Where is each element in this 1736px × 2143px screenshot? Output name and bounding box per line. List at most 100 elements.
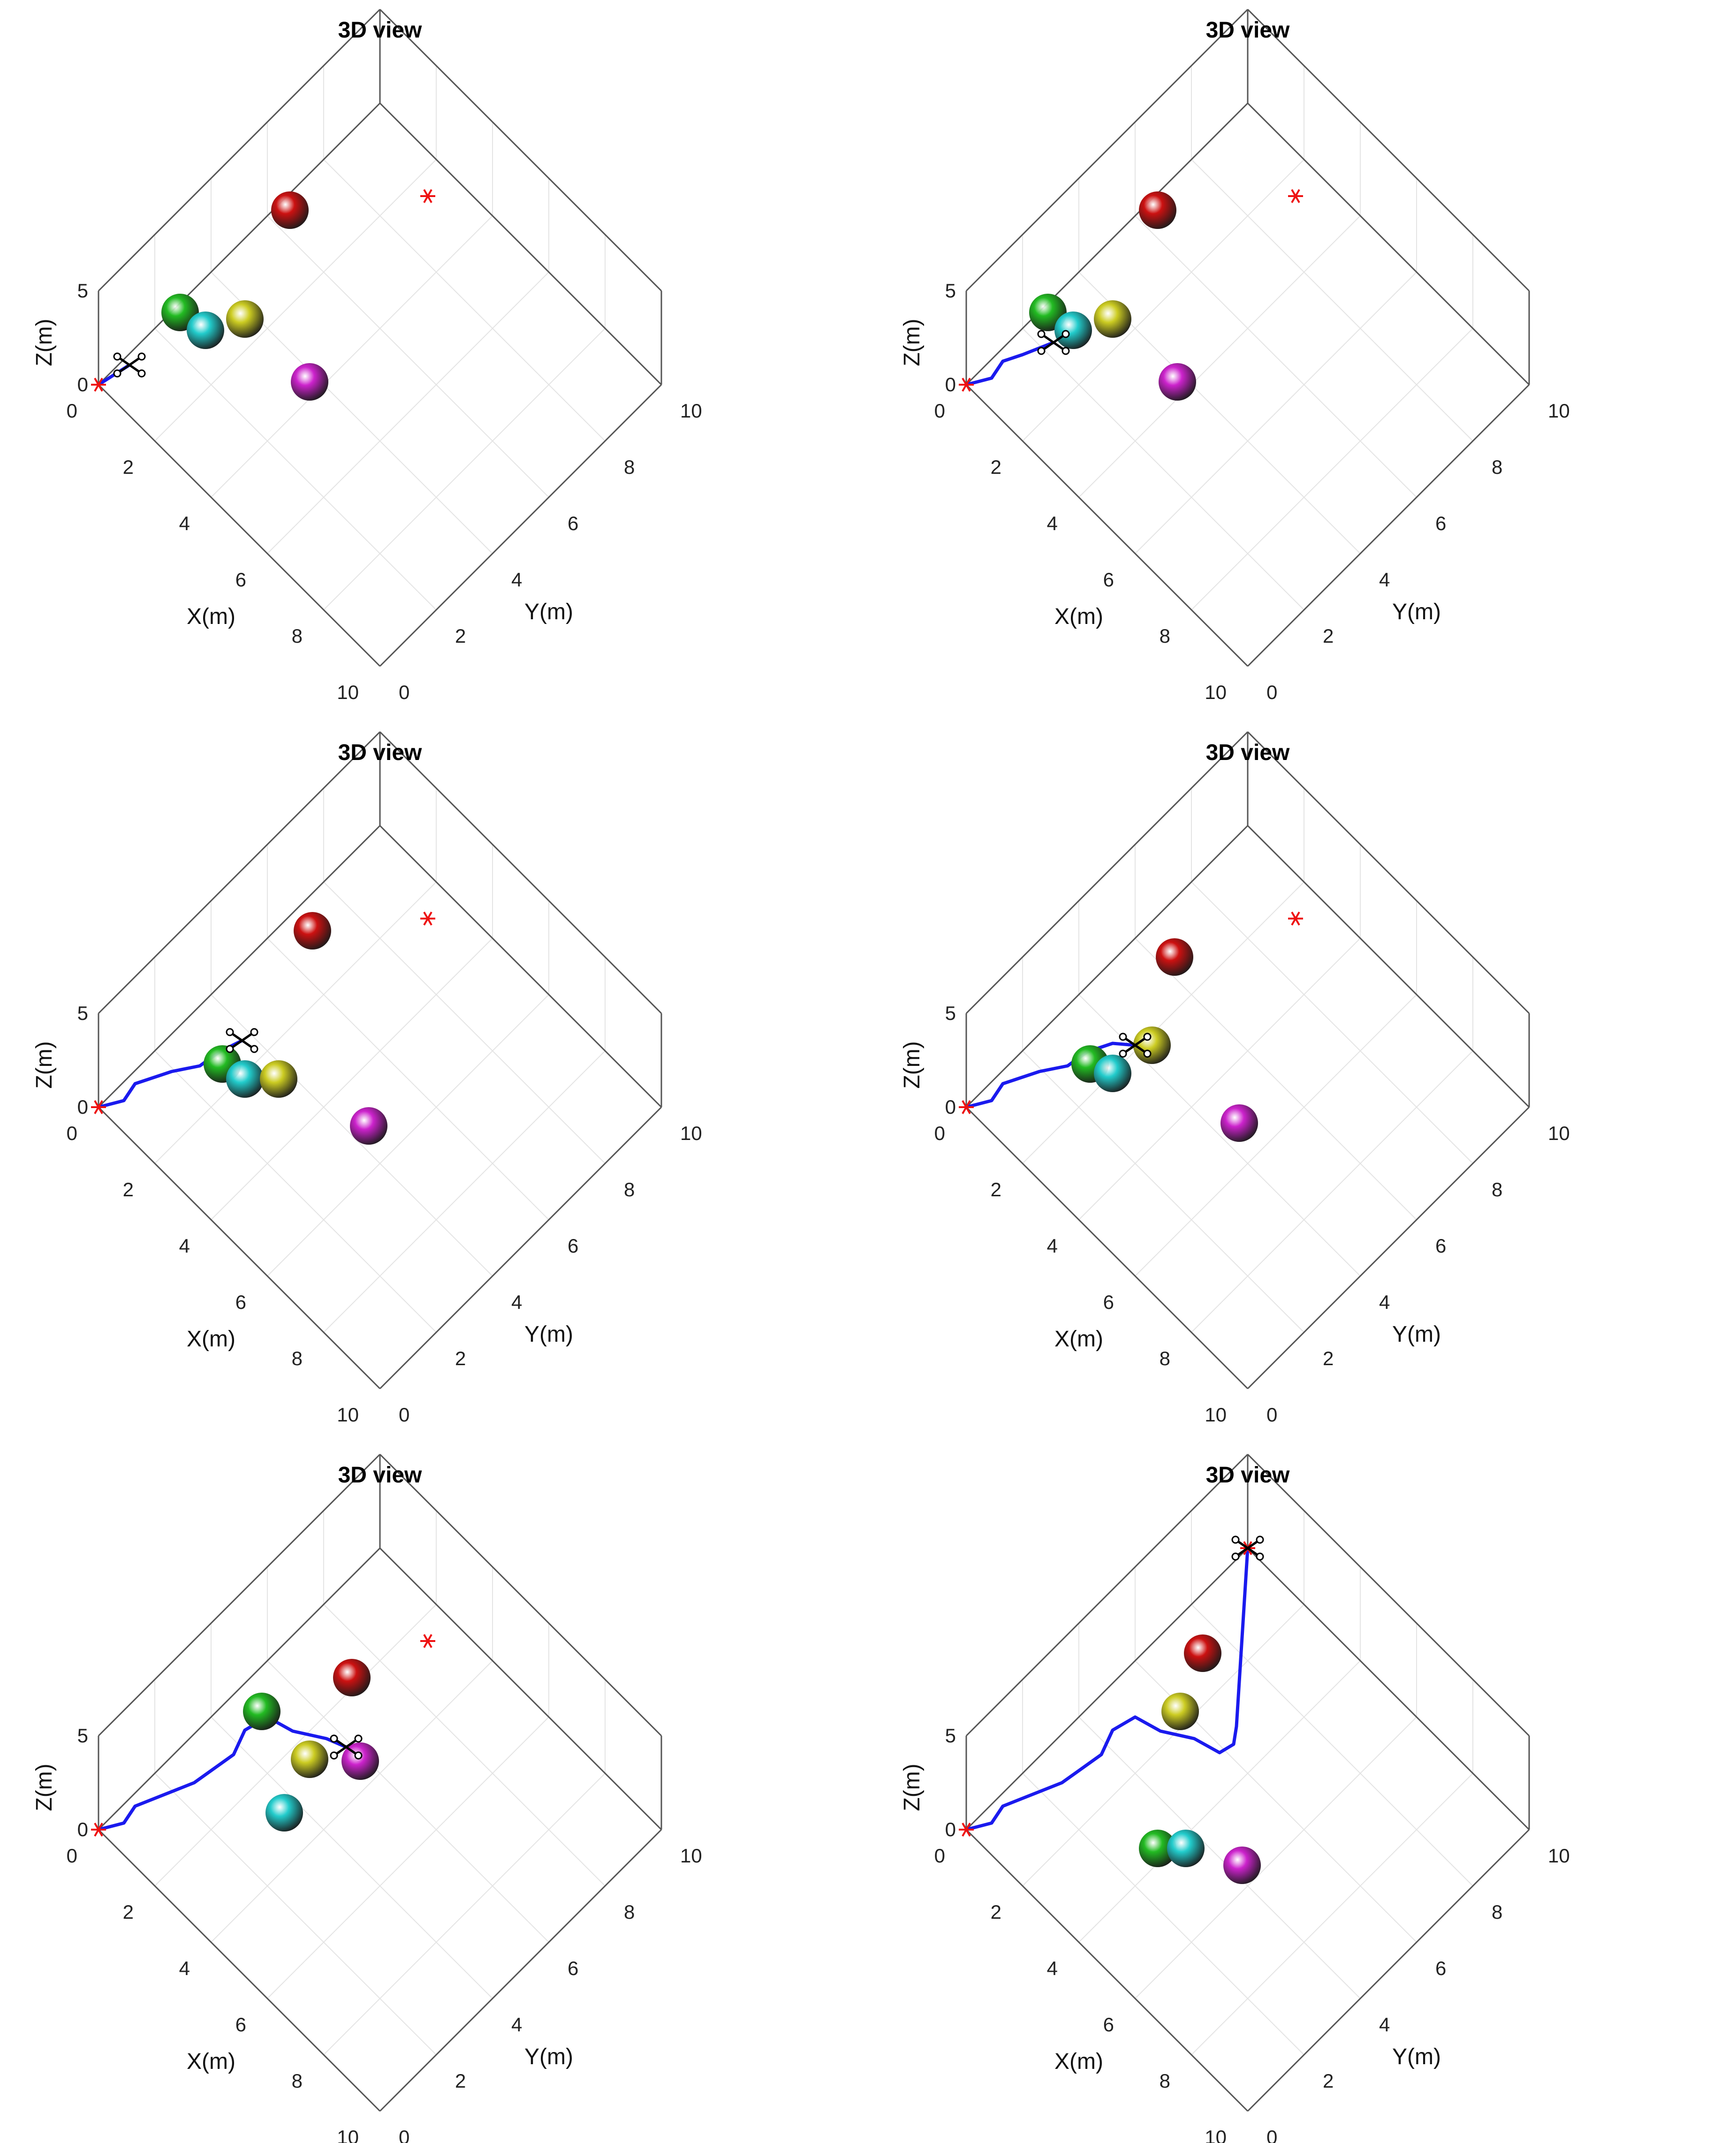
floor-grid-line	[211, 1660, 493, 1943]
drone-arm	[1122, 1035, 1148, 1055]
obstacle-sphere	[226, 300, 264, 338]
x-axis-label: X(m)	[1054, 604, 1103, 629]
y-tick-label: 10	[1548, 400, 1570, 422]
start-marker-stroke	[94, 378, 103, 392]
y-tick-label: 4	[511, 1291, 522, 1313]
floor-grid-line	[267, 994, 549, 1277]
start-marker-stroke	[94, 1823, 103, 1837]
chart-title: 3D view	[338, 740, 422, 765]
floor-grid-line	[1191, 328, 1473, 610]
z-tick-label: 5	[77, 1725, 88, 1747]
drone-rotor	[113, 352, 121, 361]
x-axis-label: X(m)	[1054, 1327, 1103, 1352]
x-tick-label: 10	[337, 1404, 359, 1426]
x-tick-label: 0	[934, 1122, 945, 1144]
drone-rotor	[137, 369, 146, 378]
obstacle-sphere	[271, 191, 309, 229]
x-tick-label: 4	[1047, 512, 1058, 534]
x-tick-label: 0	[67, 1122, 77, 1144]
y-tick-label: 6	[568, 1235, 578, 1257]
floor-grid-line	[154, 882, 437, 1164]
y-axis-label: Y(m)	[1392, 600, 1441, 624]
obstacle-sphere	[341, 1742, 379, 1780]
y-tick-label: 10	[1548, 1845, 1570, 1867]
y-tick-label: 4	[1379, 2014, 1390, 2036]
y-tick-label: 0	[399, 681, 409, 703]
obstacle-sphere	[1054, 312, 1092, 349]
x-tick-label: 8	[1160, 1347, 1170, 1369]
drone-rotor	[250, 1045, 258, 1053]
floor-grid-line	[1022, 882, 1304, 1164]
obstacle-sphere	[294, 912, 331, 950]
start-marker	[91, 378, 106, 392]
floor-grid-line	[323, 882, 606, 1164]
y-tick-label: 4	[1379, 1291, 1390, 1313]
y-tick-label: 4	[1379, 569, 1390, 591]
y-axis-label: Y(m)	[524, 600, 573, 624]
box-edge	[965, 384, 1249, 667]
drone-arm	[1235, 1538, 1261, 1558]
y-tick-label: 10	[1548, 1122, 1570, 1144]
y-tick-label: 2	[455, 1347, 466, 1369]
y-tick-label: 10	[680, 1122, 702, 1144]
y-tick-label: 2	[455, 625, 466, 647]
start-marker	[959, 1823, 974, 1837]
floor-grid-line	[323, 159, 606, 441]
y-tick-label: 2	[1323, 625, 1334, 647]
x-tick-label: 2	[123, 1178, 134, 1201]
x-tick-label: 4	[1047, 1957, 1058, 1979]
box-edge	[965, 825, 1249, 1108]
x-tick-label: 8	[292, 1347, 303, 1369]
z-tick-label: 0	[77, 373, 88, 395]
obstacle-sphere	[1139, 191, 1176, 229]
drone-icon	[330, 1734, 363, 1760]
y-tick-label: 0	[399, 2126, 409, 2143]
goal-marker	[420, 912, 435, 926]
y-tick-label: 0	[399, 1404, 409, 1426]
box-edge	[379, 825, 662, 1108]
y-tick-label: 0	[1266, 2126, 1277, 2143]
z-tick-label: 0	[77, 1096, 88, 1118]
drone-rotor	[1256, 1535, 1264, 1544]
x-tick-label: 6	[1103, 2014, 1114, 2036]
y-tick-label: 0	[1266, 1404, 1277, 1426]
box-edge	[1247, 1829, 1530, 2112]
z-tick-label: 5	[945, 1725, 956, 1747]
obstacle-sphere	[187, 312, 224, 349]
box-edge	[965, 731, 1249, 1014]
box-edge	[379, 102, 662, 386]
drone-rotor	[1061, 330, 1070, 338]
start-marker-stroke	[962, 378, 971, 392]
obstacle-sphere	[1184, 1634, 1221, 1672]
floor-grid-line	[154, 1604, 437, 1886]
start-marker	[91, 1823, 106, 1837]
obstacle-sphere	[1167, 1830, 1205, 1867]
box-edge	[98, 8, 381, 292]
start-marker-stroke	[962, 1823, 971, 1837]
box-edge	[379, 731, 662, 1014]
floor-grid-line	[1022, 328, 1304, 610]
x-tick-label: 10	[1205, 2126, 1227, 2143]
x-tick-label: 10	[337, 681, 359, 703]
floor-grid-line	[1078, 994, 1361, 1277]
trajectory-line	[966, 1548, 1250, 1831]
box-edge	[965, 1453, 1249, 1737]
box-edge	[98, 102, 381, 386]
y-tick-label: 4	[511, 569, 522, 591]
x-tick-label: 4	[179, 512, 190, 534]
box-edge	[965, 1829, 1249, 2112]
drone-rotor	[1143, 1049, 1152, 1058]
floor-grid-line	[1191, 1050, 1473, 1333]
goal-marker	[1288, 912, 1303, 926]
floor-grid-line	[1022, 1604, 1304, 1886]
z-tick-label: 5	[77, 280, 88, 302]
trajectory-line	[966, 1041, 1136, 1109]
box-edge	[98, 1106, 381, 1390]
floor-grid-line	[1191, 1773, 1473, 2055]
box-edge	[965, 8, 1249, 292]
x-axis-label: X(m)	[1054, 2049, 1103, 2074]
floor-grid-line	[1135, 272, 1417, 554]
